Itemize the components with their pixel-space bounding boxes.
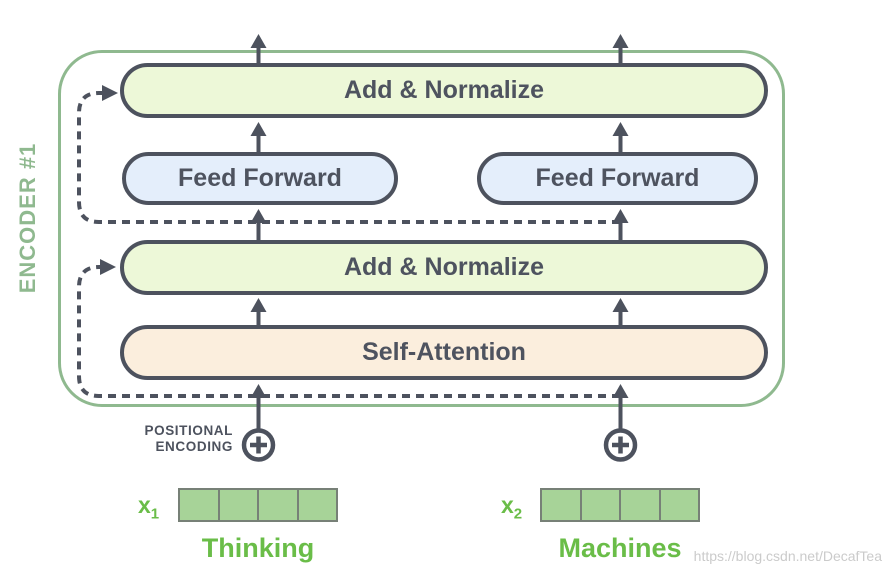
- vector-cell: [579, 490, 620, 520]
- input-vector-x2: [540, 488, 700, 522]
- positional-encoding-label: POSITIONAL ENCODING: [144, 423, 233, 455]
- input-vector-label-x2: x2: [501, 492, 522, 523]
- plus-circle-icon: [241, 428, 276, 462]
- arrowhead-icon: [250, 34, 267, 48]
- self-attention-box: Self-Attention: [120, 325, 768, 380]
- add-normalize-middle-label: Add & Normalize: [343, 253, 545, 281]
- feed-forward-left-box: Feed Forward: [122, 152, 398, 205]
- add-normalize-top-box: Add & Normalize: [120, 63, 768, 118]
- feed-forward-right-label: Feed Forward: [535, 164, 700, 192]
- positional-encoding-line1: POSITIONAL: [144, 423, 233, 438]
- positional-encoding-line2: ENCODING: [155, 439, 233, 454]
- encoder-title: ENCODER #1: [15, 142, 40, 294]
- watermark-text: https://blog.csdn.net/DecafTea: [693, 548, 882, 564]
- vector-cell: [542, 490, 580, 520]
- self-attention-label: Self-Attention: [362, 338, 526, 366]
- vector-cell: [619, 490, 659, 520]
- encoder-frame: [58, 50, 785, 407]
- vector-cell: [257, 490, 297, 520]
- vector-cell: [658, 490, 699, 520]
- add-normalize-top-label: Add & Normalize: [343, 76, 545, 104]
- vector-cell: [217, 490, 258, 520]
- x1-base: x: [138, 492, 151, 518]
- vector-cell: [296, 490, 337, 520]
- vector-cell: [180, 490, 218, 520]
- feed-forward-left-label: Feed Forward: [178, 164, 342, 192]
- add-normalize-middle-box: Add & Normalize: [120, 240, 768, 295]
- x2-subscript: 2: [513, 505, 523, 523]
- x1-subscript: 1: [150, 505, 160, 523]
- input-word-machines: Machines: [558, 533, 682, 563]
- x2-base: x: [501, 492, 514, 518]
- feed-forward-right-box: Feed Forward: [477, 152, 758, 205]
- input-vector-x1: [178, 488, 338, 522]
- plus-circle-icon: [603, 428, 638, 462]
- input-word-thinking: Thinking: [201, 533, 315, 563]
- arrowhead-icon: [612, 34, 629, 48]
- input-vector-label-x1: x1: [138, 492, 159, 523]
